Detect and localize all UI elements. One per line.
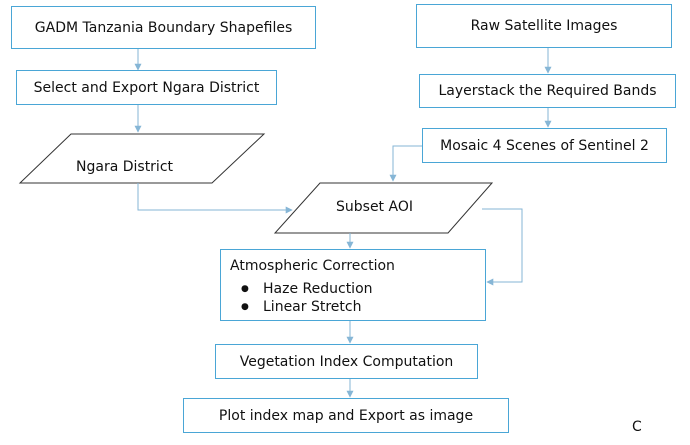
gadm-boundary-box: GADM Tanzania Boundary Shapefiles [11, 6, 316, 49]
connector-ngara-to-subset [137, 183, 293, 214]
list-item-haze-reduction: Haze Reduction [239, 280, 373, 298]
raw-satellite-label: Raw Satellite Images [470, 18, 618, 34]
atmospheric-correction-box: Atmospheric Correction Haze Reduction Li… [220, 249, 486, 321]
atmospheric-correction-title: Atmospheric Correction [230, 258, 395, 274]
raw-satellite-box: Raw Satellite Images [416, 4, 672, 48]
plot-export-label: Plot index map and Export as image [218, 407, 474, 424]
plot-export-box: Plot index map and Export as image [183, 398, 509, 433]
connector-mosaic-to-subset [389, 145, 422, 182]
connector-subset-to-atmo [482, 208, 523, 286]
list-item-linear-stretch: Linear Stretch [239, 298, 373, 316]
vegetation-index-box: Vegetation Index Computation [215, 344, 478, 379]
select-export-box: Select and Export Ngara District [16, 70, 277, 105]
vegetation-index-label: Vegetation Index Computation [239, 353, 454, 370]
select-export-label: Select and Export Ngara District [33, 79, 260, 96]
ngara-district-shape [18, 133, 266, 184]
gadm-boundary-label: GADM Tanzania Boundary Shapefiles [34, 19, 293, 36]
atmospheric-correction-list: Haze Reduction Linear Stretch [239, 280, 373, 316]
mosaic-label: Mosaic 4 Scenes of Sentinel 2 [440, 137, 649, 154]
subset-aoi-shape [273, 182, 494, 234]
ngara-district-label: Ngara District [76, 159, 174, 175]
subset-aoi-label: Subset AOI [336, 199, 413, 215]
layerstack-box: Layerstack the Required Bands [419, 74, 676, 108]
corner-letter: C [632, 419, 642, 435]
mosaic-box: Mosaic 4 Scenes of Sentinel 2 [422, 128, 667, 163]
layerstack-label: Layerstack the Required Bands [438, 83, 657, 99]
